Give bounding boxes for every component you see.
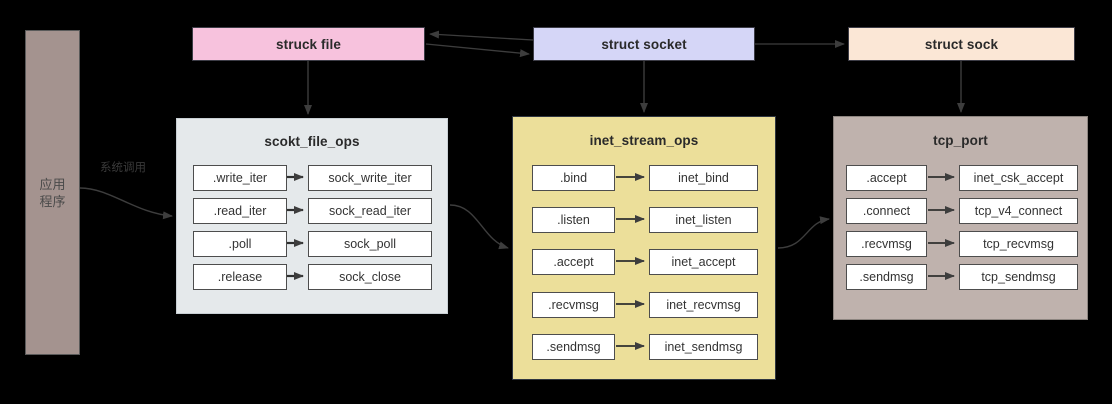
edge-inetops-to-tcpport (777, 216, 830, 249)
edge-syscall (79, 187, 173, 220)
struct-sock-node[interactable]: struct sock (848, 27, 1075, 61)
edge-fileops-to-inetops (449, 204, 509, 250)
op-listen[interactable]: .listen (532, 207, 615, 233)
panel-inet-stream-ops-title: inet_stream_ops (589, 133, 699, 148)
fn-sock-write-iter[interactable]: sock_write_iter (308, 165, 432, 191)
fn-inet-bind[interactable]: inet_bind (649, 165, 758, 191)
application-process-node[interactable]: 应用 程序 (25, 30, 80, 355)
fn-inet-listen[interactable]: inet_listen (649, 207, 758, 233)
op-recvmsg[interactable]: .recvmsg (532, 292, 615, 318)
fn-inet-accept[interactable]: inet_accept (649, 249, 758, 275)
fn-sock-read-iter[interactable]: sock_read_iter (308, 198, 432, 224)
struct-file-label: struck file (276, 36, 341, 52)
struct-socket-node[interactable]: struct socket (533, 27, 755, 61)
struct-file-node[interactable]: struck file (192, 27, 425, 61)
panel-sockt-file-ops-title: scokt_file_ops (264, 134, 360, 149)
syscall-edge-label: 系统调用 (100, 162, 146, 174)
fn-tcp-v4-connect[interactable]: tcp_v4_connect (959, 198, 1078, 224)
op-poll[interactable]: .poll (193, 231, 287, 257)
fn-sock-poll[interactable]: sock_poll (308, 231, 432, 257)
op-sendmsg[interactable]: .sendmsg (532, 334, 615, 360)
panel-sockt-file-ops: scokt_file_ops .write_iter sock_write_it… (176, 118, 448, 314)
edge-socket-to-file (429, 30, 534, 41)
edge-file-to-socket (425, 43, 530, 58)
op-connect[interactable]: .connect (846, 198, 927, 224)
fn-inet-csk-accept[interactable]: inet_csk_accept (959, 165, 1078, 191)
fn-inet-sendmsg[interactable]: inet_sendmsg (649, 334, 758, 360)
fn-sock-close[interactable]: sock_close (308, 264, 432, 290)
struct-sock-label: struct sock (924, 36, 999, 52)
op-recvmsg-tcp[interactable]: .recvmsg (846, 231, 927, 257)
panel-inet-stream-ops: inet_stream_ops .bind inet_bind .listen … (512, 116, 776, 380)
op-accept[interactable]: .accept (532, 249, 615, 275)
op-write-iter[interactable]: .write_iter (193, 165, 287, 191)
op-sendmsg-tcp[interactable]: .sendmsg (846, 264, 927, 290)
struct-socket-label: struct socket (601, 36, 687, 52)
application-process-label-line1: 应用 (39, 176, 66, 192)
op-release[interactable]: .release (193, 264, 287, 290)
fn-tcp-sendmsg[interactable]: tcp_sendmsg (959, 264, 1078, 290)
panel-tcp-port-title: tcp_port (933, 133, 988, 148)
op-read-iter[interactable]: .read_iter (193, 198, 287, 224)
fn-inet-recvmsg[interactable]: inet_recvmsg (649, 292, 758, 318)
op-accept-tcp[interactable]: .accept (846, 165, 927, 191)
fn-tcp-recvmsg[interactable]: tcp_recvmsg (959, 231, 1078, 257)
op-bind[interactable]: .bind (532, 165, 615, 191)
panel-tcp-port: tcp_port .accept inet_csk_accept .connec… (833, 116, 1088, 320)
application-process-label-line2: 程序 (39, 193, 66, 209)
